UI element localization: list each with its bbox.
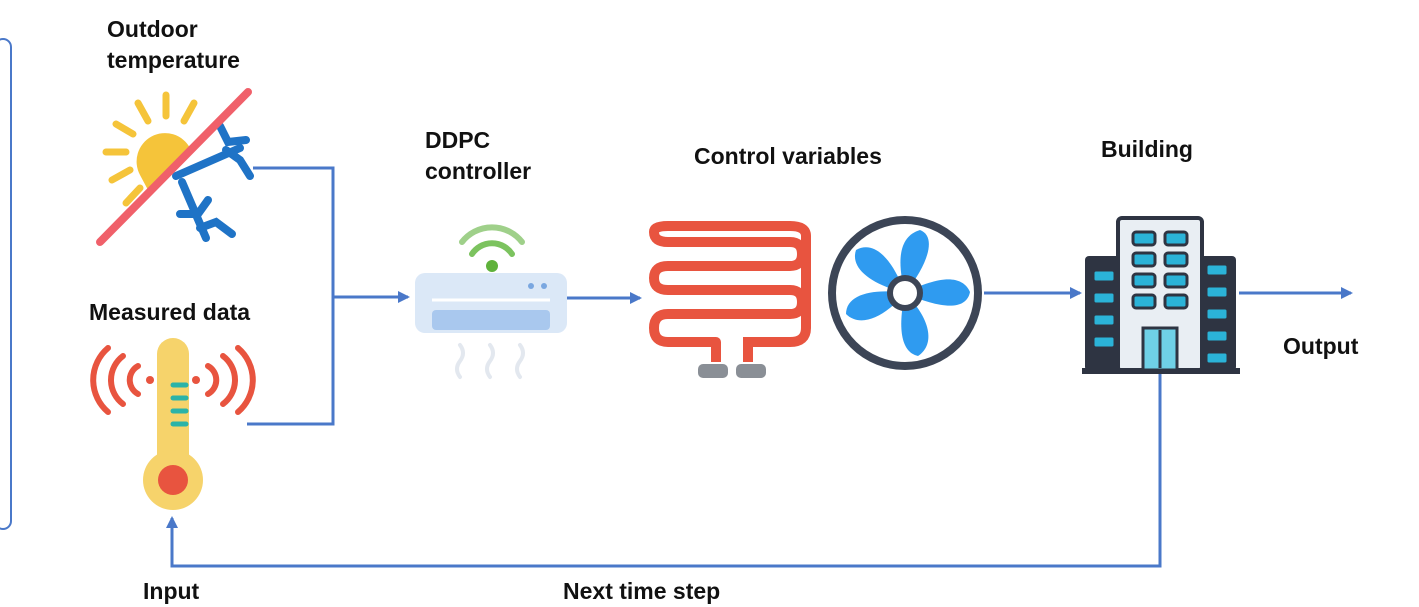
fan-icon <box>828 216 982 370</box>
next-time-step-label: Next time step <box>563 578 721 604</box>
thermometer-icon <box>90 338 256 510</box>
outdoor-temperature-label: Outdoor temperature <box>107 14 240 76</box>
sun-snowflake-icon <box>96 88 254 246</box>
outdoor-temperature-line2: temperature <box>107 47 240 73</box>
radiator-coil-icon <box>649 221 811 378</box>
ddpc-controller-line2: controller <box>425 158 532 184</box>
measured-data-label: Measured data <box>89 299 251 325</box>
building-icon <box>1082 216 1240 374</box>
feedback-loop <box>166 372 1162 568</box>
output-label: Output <box>1283 333 1359 359</box>
building-label: Building <box>1101 136 1193 162</box>
measured-connector <box>247 297 335 426</box>
outdoor-temperature-line1: Outdoor <box>107 16 198 42</box>
ddpc-controller-line1: DDPC <box>425 127 491 153</box>
left-frame-edge <box>0 38 12 530</box>
control-variables-label: Control variables <box>694 143 882 169</box>
ddpc-controller-label: DDPC controller <box>425 125 531 187</box>
outdoor-connector <box>253 166 335 297</box>
input-label: Input <box>143 578 200 604</box>
connectors <box>166 166 1353 568</box>
air-conditioner-icon <box>415 224 567 379</box>
